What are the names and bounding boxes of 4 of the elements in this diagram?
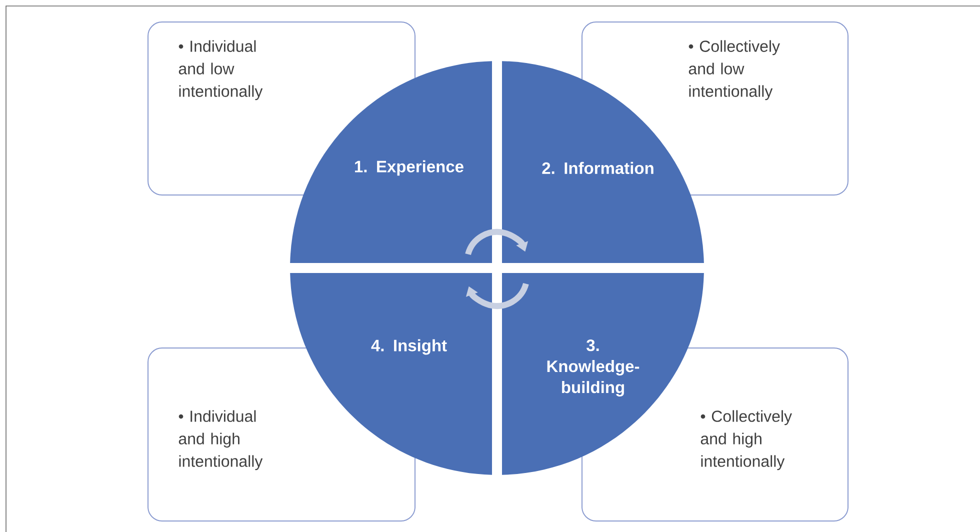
quadrant: 1. Experience	[290, 61, 492, 263]
quadrant: 4. Insight	[290, 272, 492, 475]
curved-arrow	[466, 282, 529, 309]
curved-arrow	[465, 229, 528, 256]
